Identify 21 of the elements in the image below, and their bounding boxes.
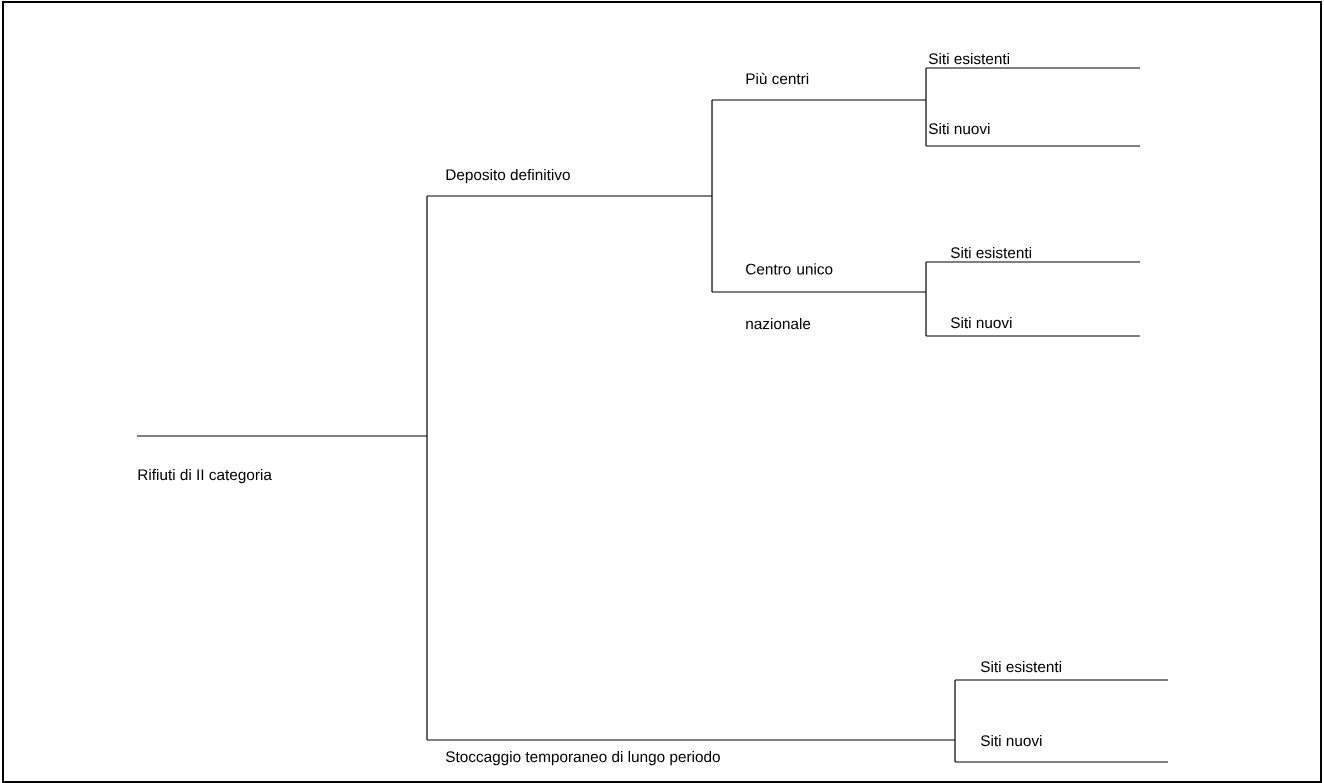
connector-line xyxy=(426,435,428,741)
connector-line xyxy=(711,195,713,293)
branch-label: Rifiuti di II categoria xyxy=(136,435,428,484)
branch-label: Siti nuovi xyxy=(954,734,1169,763)
connector-line xyxy=(426,195,428,437)
connector-line xyxy=(925,261,927,293)
branch-label: Siti nuovi xyxy=(925,122,1141,147)
connector-line xyxy=(954,679,956,741)
branch-label: Siti esistenti xyxy=(954,660,1169,681)
branch-label: Siti esistenti xyxy=(925,246,1141,263)
connector-line xyxy=(925,99,927,147)
connector-line xyxy=(925,67,927,101)
branch-label: Deposito definitivo xyxy=(426,168,713,197)
branch-label: Centro unico nazionale xyxy=(711,263,927,330)
branch-label: Stoccaggio temporaneo di lungo periodo xyxy=(426,739,956,766)
connector-line xyxy=(711,99,713,197)
branch-label: Siti esistenti xyxy=(925,52,1141,69)
connector-line xyxy=(925,291,927,337)
connector-line xyxy=(954,739,956,763)
branch-label: Siti nuovi xyxy=(925,316,1141,337)
branch-label: Più centri xyxy=(711,72,927,101)
